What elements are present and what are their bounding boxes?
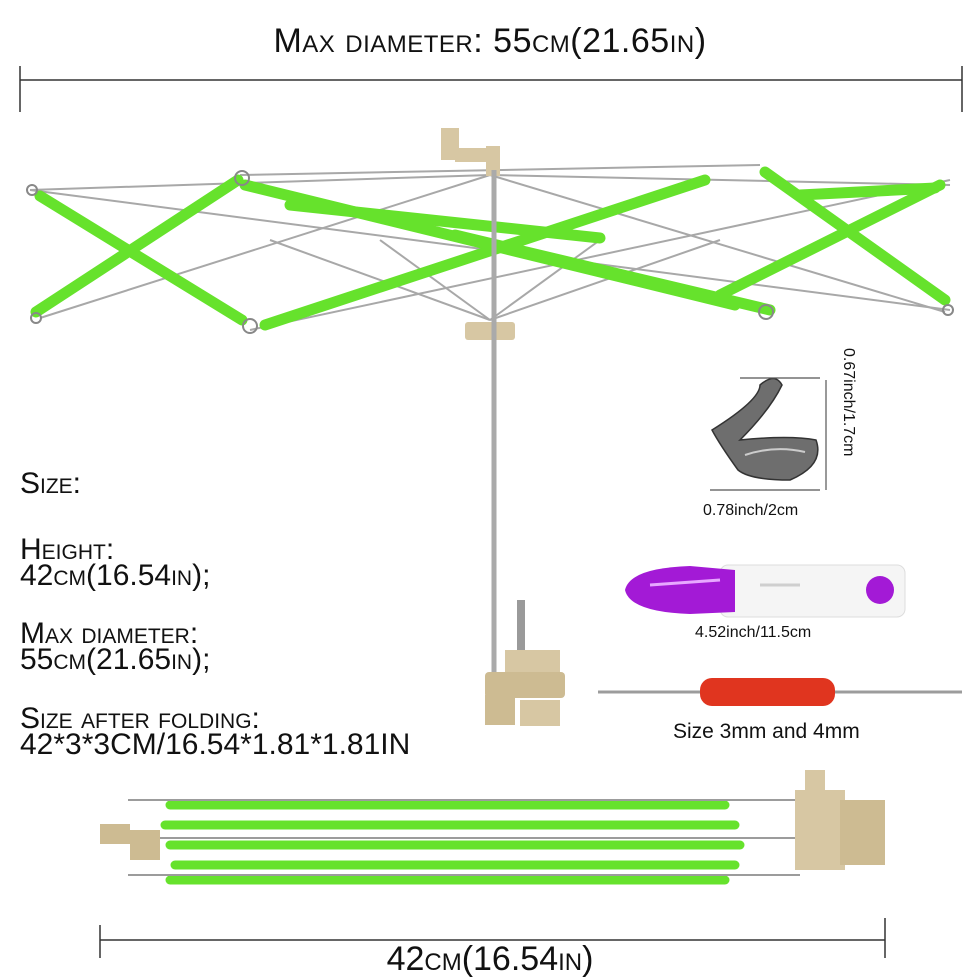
height-value: 42cm(16.54in); <box>20 559 211 592</box>
ring-illustration <box>710 377 827 491</box>
folded-length-label: 42cm(16.54in) <box>386 940 594 978</box>
ring-height-label: 0.67inch/1.7cm <box>840 348 857 457</box>
diameter-label: Max diameter: <box>20 617 199 650</box>
ring-width-label: 0.78inch/2cm <box>703 502 799 519</box>
hook-size-label: Size 3mm and 4mm <box>673 720 860 743</box>
open-yarn-swift <box>26 128 954 726</box>
bottom-dimension-line <box>99 918 886 958</box>
diameter-value: 55cm(21.65in); <box>20 643 211 676</box>
max-diameter-label: Max diameter: 55cm(21.65in) <box>273 22 707 60</box>
folded-size-label: Size after folding: <box>20 702 260 735</box>
folded-yarn-swift <box>100 770 885 885</box>
crochet-hook-illustration <box>598 678 962 706</box>
top-dimension-line <box>19 66 963 112</box>
scissors-length-label: 4.52inch/11.5cm <box>695 624 812 641</box>
scissors-illustration <box>625 564 906 618</box>
size-heading: Size: <box>20 467 82 500</box>
folded-size-value: 42*3*3CM/16.54*1.81*1.81IN <box>20 728 411 761</box>
height-label: Height: <box>20 533 115 566</box>
